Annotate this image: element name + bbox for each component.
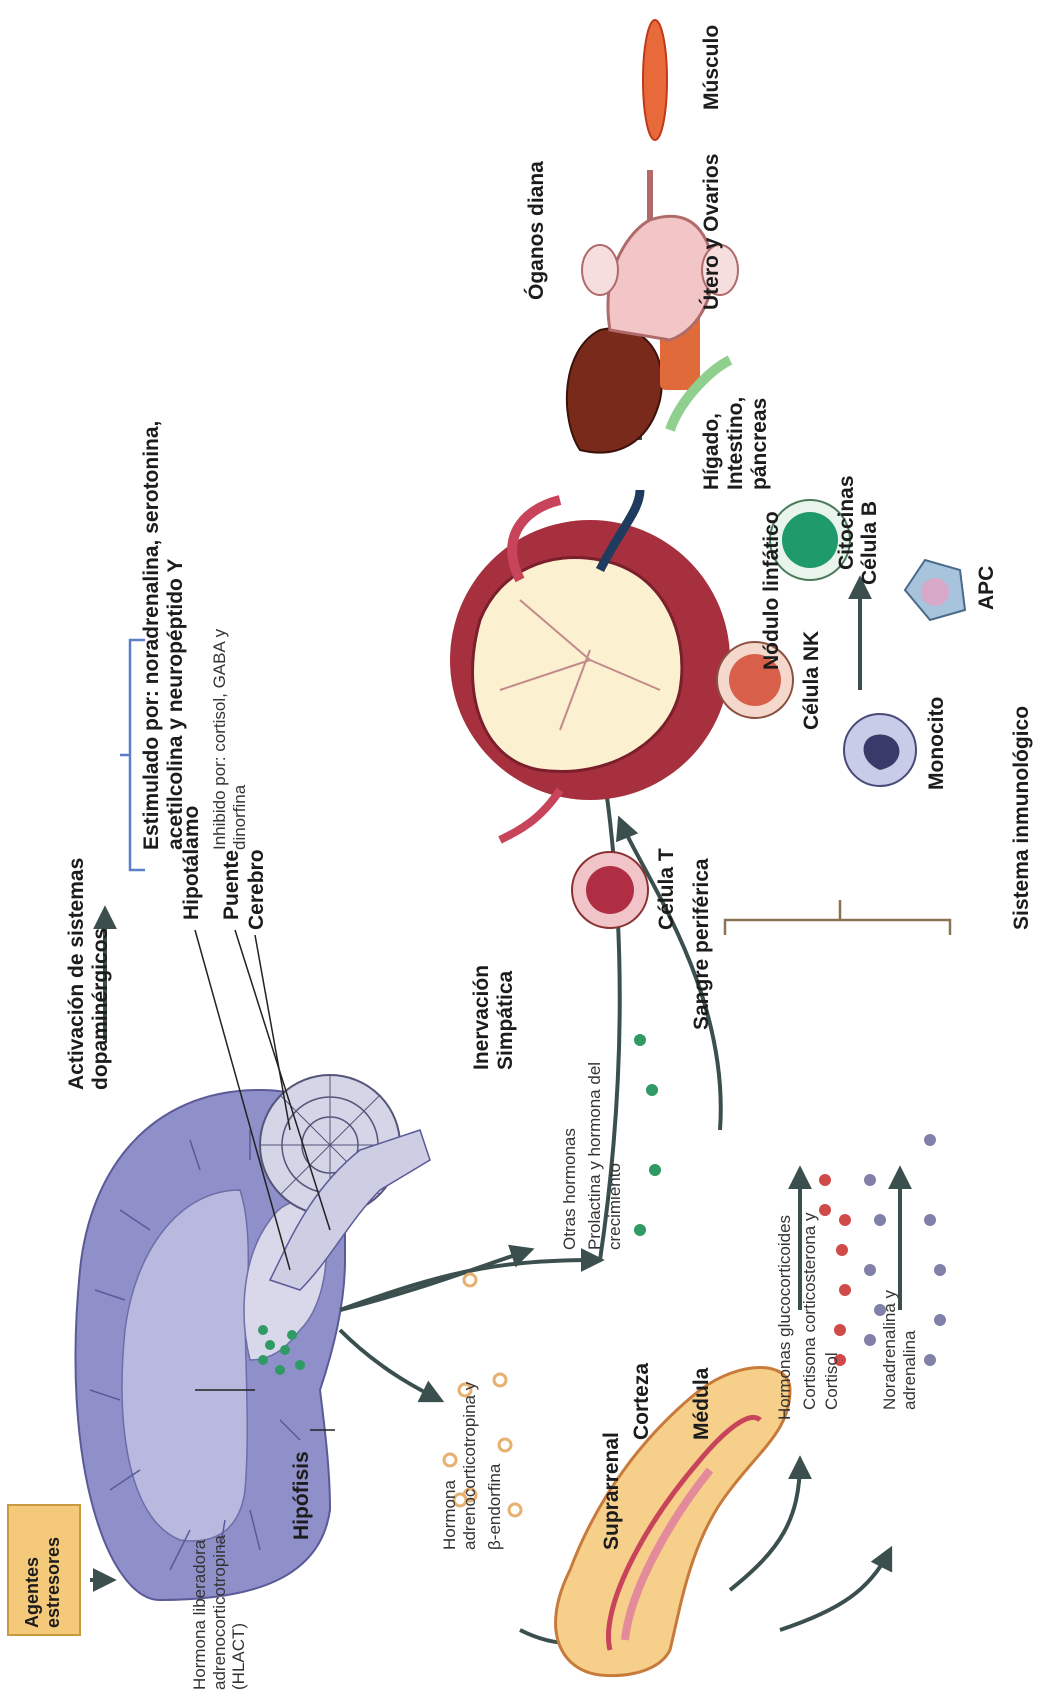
- arrow-cortex-output: [730, 1460, 800, 1590]
- medulla-label: Médula: [690, 1368, 714, 1440]
- monocyte-label: Monocito: [925, 697, 949, 790]
- nk-cell-label: Célula NK: [800, 631, 824, 730]
- brain-label: Cerebro: [245, 849, 269, 930]
- monocyte-cell: [844, 714, 916, 786]
- acth-label: Hormona adrenocorticotropina y: [440, 1382, 479, 1550]
- apc-cell: [905, 560, 965, 620]
- apc-label: APC: [975, 566, 999, 610]
- hypothalamus-label: Hipotálamo: [180, 806, 204, 920]
- dopamine-label: Activación de sistemas dopaminérgicos: [65, 858, 113, 1090]
- adrenal-label: Suprarrenal: [600, 1432, 624, 1550]
- arrow-acth: [340, 1330, 440, 1400]
- brain-illustration: [75, 1075, 430, 1600]
- glucocorticoid-dots: [819, 1174, 851, 1366]
- prolactin-label: Prolactina y hormona del crecimiento: [585, 1062, 624, 1250]
- stimulated-label: Estimulado por: noradrenalina, serotonin…: [140, 421, 188, 850]
- t-cell-label: Célula T: [655, 848, 679, 930]
- hypophysis-label: Hipófisis: [290, 1451, 314, 1540]
- lymph-node: [450, 490, 730, 840]
- endorphin-label: β-endorfina: [485, 1464, 505, 1550]
- cortisol-label: Cortisol: [822, 1352, 842, 1410]
- cortex-label: Corteza: [630, 1363, 654, 1440]
- hlact-label: Hormona liberadora adrenocorticotropina …: [190, 1535, 249, 1690]
- liver-label: Hígado, Intestino, páncreas: [700, 397, 772, 490]
- other-hormone-dots: [634, 1034, 661, 1236]
- inhibited-label: Inhibido por: cortisol, GABA y dinorfina: [210, 629, 249, 850]
- immune-bracket: [725, 900, 950, 935]
- adrenal-gland: [556, 1368, 790, 1676]
- noradrenaline-label: Noradrenalina y adrenalina: [880, 1290, 919, 1410]
- sympathetic-label: Inervación Simpática: [470, 965, 518, 1070]
- peripheral-blood-label: Sangre periférica: [690, 858, 714, 1030]
- cytokines-label: Citocinas: [835, 475, 859, 570]
- muscle-label: Músculo: [700, 25, 724, 110]
- arrow-medulla-output: [780, 1550, 890, 1630]
- muscle: [643, 20, 667, 140]
- stressor-label: Agentes estresores: [22, 1510, 63, 1628]
- uterus-label: Útero y Ovarios: [700, 154, 724, 310]
- immune-system-label: Sistema inmunológico: [1010, 706, 1034, 930]
- other-hormones-label: Otras hormonas: [560, 1128, 580, 1250]
- b-cell-label: Célula B: [858, 501, 882, 585]
- cortisone-label: Cortisona corticosterona y: [800, 1213, 820, 1410]
- t-cell: [572, 852, 648, 928]
- target-organs-label: Óganos diana: [525, 161, 549, 300]
- glucocorticoid-label: Hormonas glucocorticoides: [775, 1215, 795, 1420]
- lymph-node-label: Nódulo linfático: [760, 511, 784, 670]
- pons-label: Puente: [220, 850, 244, 920]
